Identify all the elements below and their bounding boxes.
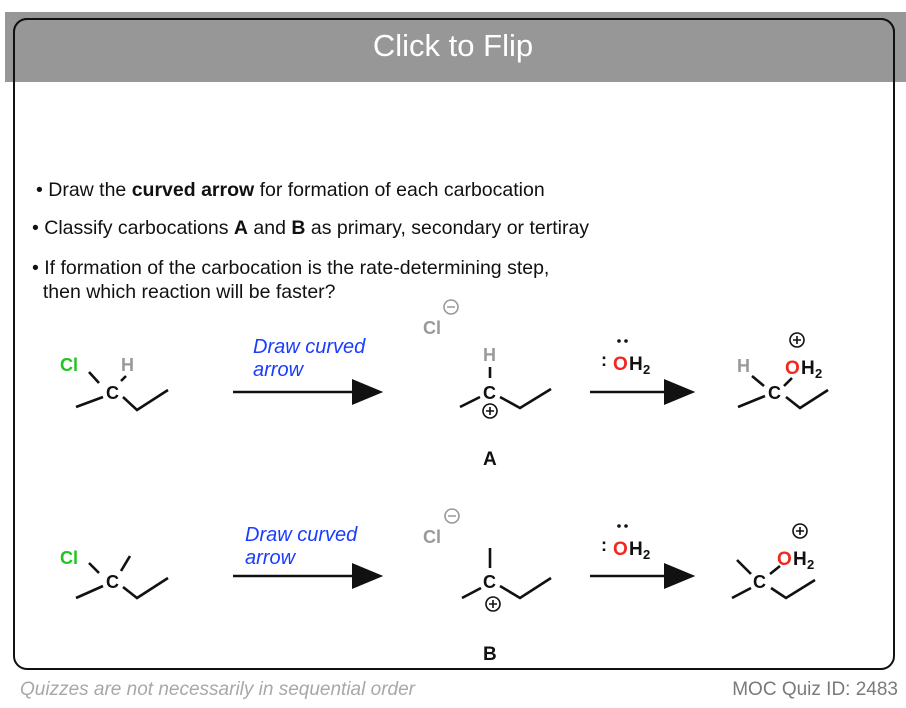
- footer-note: Quizzes are not necessarily in sequentia…: [20, 679, 415, 700]
- chem-label: 2: [815, 366, 822, 381]
- chem-label: C: [753, 572, 766, 592]
- chem-label: Draw the: [48, 179, 132, 201]
- chem-label: C: [483, 383, 496, 403]
- oxygen-atom: O: [613, 354, 628, 375]
- click-to-flip-button[interactable]: Click to Flip: [372, 28, 534, 63]
- chem-label: for formation of each carbocation: [254, 179, 545, 201]
- bullet-3: • If formation of the carbocation is the…: [32, 257, 550, 303]
- chem-label: O: [777, 549, 792, 570]
- chem-label: Cl: [423, 527, 441, 547]
- hint-label: arrow: [253, 359, 305, 381]
- chem-label: and: [248, 217, 292, 239]
- flashcard-header[interactable]: [13, 18, 895, 82]
- reactant-a-bonds: [75, 371, 169, 412]
- hint-label: Draw curved: [253, 336, 366, 358]
- chem-label: If formation of the carbocation is the r…: [44, 257, 550, 279]
- chem-label: 2: [807, 557, 814, 572]
- reactant-b-bonds: [75, 555, 169, 600]
- chem-label: C: [106, 572, 119, 592]
- hydrogen-atom: H: [121, 355, 134, 375]
- chem-label: 2: [643, 362, 650, 377]
- chem-label: O: [613, 539, 628, 560]
- chem-label: B: [291, 217, 306, 239]
- product-b-bonds: [731, 559, 816, 600]
- chem-label: H: [737, 356, 750, 376]
- product-a-bonds: [737, 375, 829, 410]
- chem-label: Cl: [60, 548, 78, 568]
- chem-label: H: [801, 358, 815, 379]
- chem-label: :: [601, 350, 607, 370]
- chem-label: :: [601, 535, 607, 555]
- chem-label: O: [785, 358, 800, 379]
- chem-label: C: [768, 383, 781, 403]
- bullet-1: • Draw the curved arrow for formation of…: [36, 179, 545, 201]
- chem-label: Classify carbocations: [44, 217, 234, 239]
- carbon-atom: C: [106, 383, 119, 403]
- chem-label: then which reaction will be faster?: [42, 281, 336, 303]
- carbocation-a-bonds: [459, 367, 552, 410]
- chem-label: 2: [643, 547, 650, 562]
- chem-label: curved arrow: [131, 179, 255, 201]
- label-a: A: [483, 449, 497, 470]
- chem-label: as primary, secondary or tertiray: [305, 217, 590, 239]
- chem-label: arrow: [245, 547, 297, 569]
- quiz-id: MOC Quiz ID: 2483: [732, 679, 898, 700]
- carbocation-b-bonds: [461, 548, 552, 600]
- bullet-2: • Classify carbocations A and B as prima…: [32, 217, 590, 239]
- chem-label: H: [629, 539, 643, 560]
- chlorine-atom: Cl: [60, 355, 78, 375]
- chem-label: H: [793, 549, 807, 570]
- chem-label: A: [233, 217, 249, 239]
- chloride-ion: Cl: [423, 318, 441, 338]
- chem-label: H: [483, 345, 496, 365]
- label-b: B: [483, 644, 497, 665]
- chem-label: H: [629, 354, 643, 375]
- chem-label: C: [483, 572, 496, 592]
- chem-label: Draw curved: [245, 524, 358, 546]
